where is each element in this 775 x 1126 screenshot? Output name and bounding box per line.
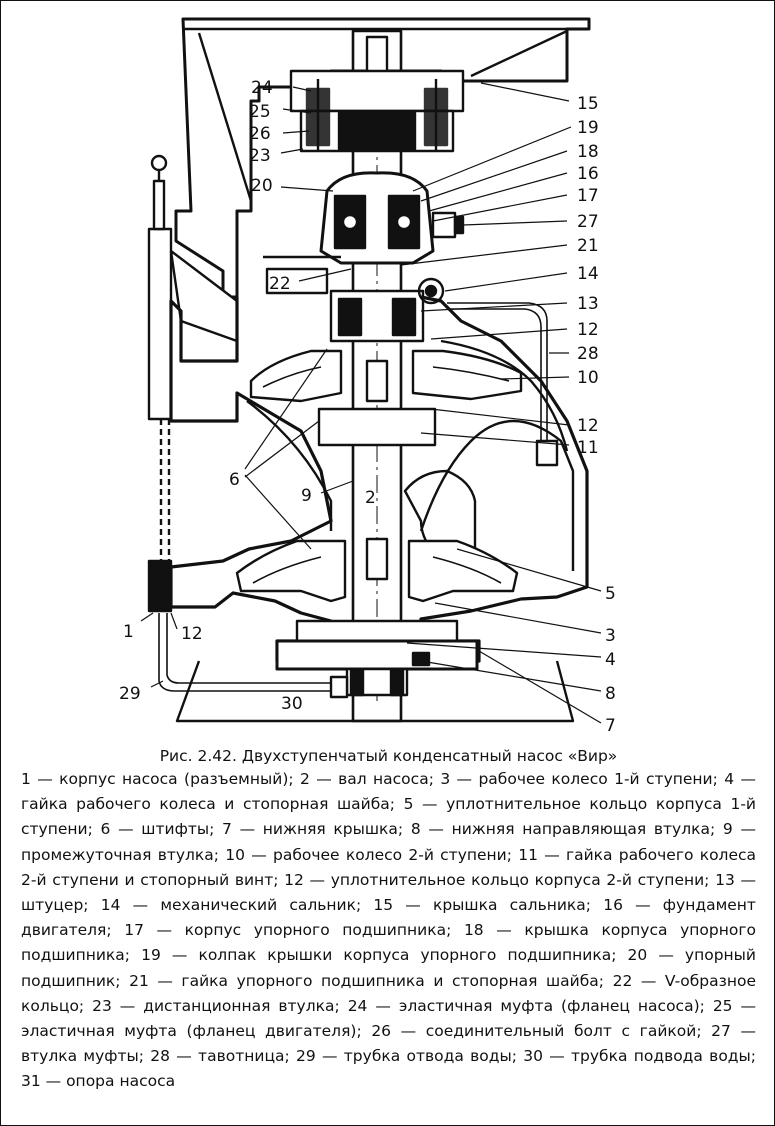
callout-2: 2 <box>365 488 376 508</box>
legend-item-4: 4 — гайка рабочего колеса и стопорная ша… <box>21 770 756 814</box>
callout-5: 5 <box>605 584 616 604</box>
callout-26: 25 <box>249 102 271 122</box>
legend-item-27: 27 — втулка муфты; <box>21 1022 757 1066</box>
callout-21: 20 <box>251 176 273 196</box>
figure-caption: Рис. 2.42. Двухступенчатый конденсатный … <box>21 745 756 1095</box>
legend-item-18: 18 — крышка корпуса упорного подшипника; <box>21 921 756 965</box>
elastic-coupling <box>289 69 465 153</box>
impeller-stage-1 <box>235 539 519 647</box>
impeller-stage-2 <box>249 349 523 447</box>
caption-title: Рис. 2.42. Двухступенчатый конденсатный … <box>159 747 618 765</box>
callout-13: 12 <box>181 624 203 644</box>
callout-25: 24 <box>251 78 273 98</box>
legend-item-20: 20 — упорный подшипник; <box>21 946 756 990</box>
legend-item-8: 8 — нижняя направляющая втулка; <box>410 820 716 839</box>
callout-23: 22 <box>269 274 291 294</box>
legend-item-11: 11 — гайка рабочего колеса 2-й ступени и… <box>21 845 757 889</box>
pump-drawing: 24 25 26 23 20 22 15 19 18 16 17 27 21 1… <box>119 17 616 736</box>
legend-item-14: 14 — механический сальник; <box>100 896 362 915</box>
water-pipes <box>158 302 559 699</box>
callout-28: 27 <box>577 212 599 232</box>
legend-item-6: 6 — штифты; <box>100 820 215 839</box>
callout-3: 3 <box>605 626 616 646</box>
left-bracket <box>147 154 239 613</box>
callout-17: 16 <box>577 164 599 184</box>
callout-30: 29 <box>119 684 141 704</box>
callout-4: 4 <box>605 650 616 670</box>
legend-item-22: 22 — V-образное кольцо; <box>21 971 756 1015</box>
bottom-cover <box>275 639 479 697</box>
legend-item-7: 7 — нижняя крышка; <box>222 820 404 839</box>
callout-19: 18 <box>577 142 599 162</box>
callout-6: 6 <box>229 470 240 490</box>
callout-14: 13 <box>577 294 599 314</box>
callout-29: 28 <box>577 344 599 364</box>
callout-16: 15 <box>577 94 599 114</box>
legend-item-21: 21 — гайка упорного подшипника и стопорн… <box>129 971 605 990</box>
legend-item-15: 15 — крышка сальника; <box>373 896 592 915</box>
legend-item-23: 23 — дистанционная втулка; <box>92 996 340 1015</box>
callout-24: 23 <box>249 146 271 166</box>
legend-item-19: 19 — колпак крышки корпуса упорного подш… <box>141 946 617 965</box>
pump-figure: 24 25 26 23 20 22 15 19 18 16 17 27 21 1… <box>1 1 775 741</box>
legend-item-29: 29 — трубка отвода воды; <box>296 1047 517 1066</box>
callout-7: 7 <box>605 716 616 736</box>
callouts: 24 25 26 23 20 22 15 19 18 16 17 27 21 1… <box>119 78 616 736</box>
legend-item-3: 3 — рабочее колесо 1-й ступени; <box>440 770 718 788</box>
callout-1: 1 <box>123 622 134 642</box>
caption-legend: 1 — корпус насоса (разъемный); 2 — вал н… <box>21 767 756 1095</box>
legend-item-5: 5 — уплотнительное кольцо корпуса 1-й ст… <box>21 795 756 839</box>
callout-12-top: 12 <box>577 320 599 340</box>
legend-item-10: 10 — рабочее колесо 2-й ступени; <box>225 845 512 864</box>
motor-foundation <box>174 17 591 299</box>
callout-10: 10 <box>577 368 599 388</box>
leader-lines <box>140 82 602 724</box>
legend-item-30: 30 — трубка подвода воды; <box>523 1047 756 1066</box>
legend-item-12: 12 — уплотнительное кольцо корпуса 2-й с… <box>284 870 710 889</box>
callout-8: 8 <box>605 684 616 704</box>
callout-12-bottom: 12 <box>577 416 599 436</box>
legend-item-2: 2 — вал насоса; <box>299 770 434 788</box>
legend-item-13: 13 — штуцер; <box>21 870 756 915</box>
callout-20: 19 <box>577 118 599 138</box>
legend-item-17: 17 — корпус упорного подшипника; <box>124 921 452 940</box>
callout-31: 30 <box>281 694 303 714</box>
legend-item-16: 16 — фундамент двигателя; <box>21 896 756 940</box>
callout-9: 9 <box>301 486 312 506</box>
legend-item-26: 26 — соединительный болт с гайкой; <box>371 1022 702 1041</box>
legend-item-24: 24 — эластичная муфта (фланец насоса); <box>347 996 705 1015</box>
thrust-bearing-housing <box>319 171 465 265</box>
legend-item-28: 28 — тавотница; <box>150 1047 290 1066</box>
callout-11: 11 <box>577 438 599 458</box>
callout-18: 17 <box>577 186 599 206</box>
legend-item-25: 25 — эластичная муфта (фланец двигателя)… <box>21 996 756 1041</box>
callout-27: 26 <box>249 124 271 144</box>
legend-item-31: 31 — опора насоса <box>21 1072 176 1091</box>
callout-15: 14 <box>577 264 599 284</box>
callout-22: 21 <box>577 236 599 256</box>
mechanical-seal <box>263 255 445 343</box>
pump-support <box>175 660 575 723</box>
legend-item-9: 9 — промежуточная втулка; <box>21 820 756 864</box>
pump-casing <box>169 295 589 663</box>
legend-item-1: 1 — корпус насоса (разъемный); <box>21 770 294 788</box>
